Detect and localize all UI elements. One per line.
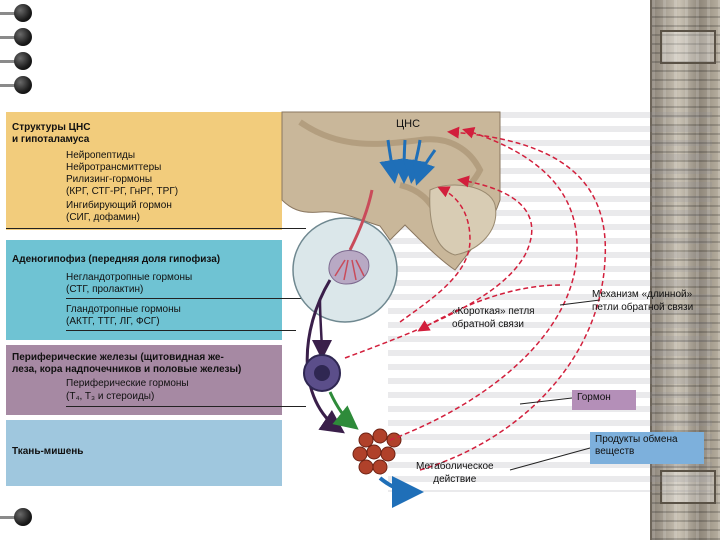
axon-fan: [334, 259, 365, 281]
cerebellum: [429, 184, 497, 256]
pituitary-stalk: [348, 189, 374, 251]
gland-to-target-arrow: [328, 391, 359, 430]
panel-peripheral-glands: [6, 345, 282, 415]
adeno-sub1-line-1: Негландотропные гормоны: [66, 272, 193, 283]
rule-adeno-1: [66, 298, 316, 299]
panel-target-tissue: [6, 420, 282, 486]
periph-panel-title: Периферические железы (щитовидная же- ле…: [12, 352, 242, 375]
axon-arrow-2: [392, 139, 417, 184]
long-loop-leader: [559, 299, 601, 306]
products-leader: [509, 447, 591, 471]
cns-line-2: Нейротрансмиттеры: [66, 162, 162, 173]
long-loop-feedback-3: [419, 126, 607, 471]
adeno-sub2-line-1: Гландотропные гормоны: [66, 304, 181, 315]
axon-arrow-4: [412, 149, 437, 186]
target-panel-title: Ткань-мишень: [12, 446, 84, 457]
periph-line-1: Периферические гормоны: [66, 378, 189, 389]
cns-line-4: (КРГ, СТГ-РГ, ГнРГ, ТРГ): [66, 186, 179, 197]
hormone-callout: Гормон: [572, 390, 636, 410]
adeno-panel-title: Аденогипофиз (передняя доля гипофиза): [12, 254, 221, 265]
pituitary-gland: [328, 250, 370, 285]
products-callout: Продукты обмена веществ: [590, 432, 704, 464]
metabolic-label: Метаболическое действие: [416, 461, 494, 485]
cns-line-6: (СИГ, дофамин): [66, 212, 140, 223]
adeno-sub1-line-2: (СТГ, пролактин): [66, 284, 144, 295]
rule-cns: [6, 228, 306, 229]
pituitary-to-gland: [311, 299, 332, 360]
cns-line-3: Рилизинг-гормоны: [66, 174, 153, 185]
long-loop-feedback-1: [344, 175, 533, 359]
cns-line-5: Ингибирующий гормон: [66, 200, 172, 211]
short-loop-label: «Короткая» петля обратной связи: [452, 306, 535, 330]
panel-adenohypophysis: [6, 240, 282, 340]
target-cells: [352, 428, 402, 475]
hormone-leader: [519, 397, 573, 405]
metabolic-arrow: [378, 475, 424, 508]
cns-label: ЦНС: [396, 118, 421, 130]
rule-adeno-2: [66, 330, 296, 331]
rule-periph: [66, 406, 306, 407]
cns-line-1: Нейропептиды: [66, 150, 136, 161]
long-loop-feedback-2: [389, 126, 578, 441]
feedback-to-pituitary: [417, 284, 561, 332]
gland-cell-nucleus: [314, 365, 330, 381]
cns-panel-title: Структуры ЦНС и гипоталамуса: [12, 122, 91, 145]
panel-cns: [6, 112, 282, 230]
long-loop-label: Механизм «длинной» петли обратной связи: [592, 289, 694, 313]
periph-line-2: (T₄, T₃ и стероиды): [66, 391, 155, 402]
adeno-sub2-line-2: (АКТГ, ТТГ, ЛГ, ФСГ): [66, 316, 160, 327]
